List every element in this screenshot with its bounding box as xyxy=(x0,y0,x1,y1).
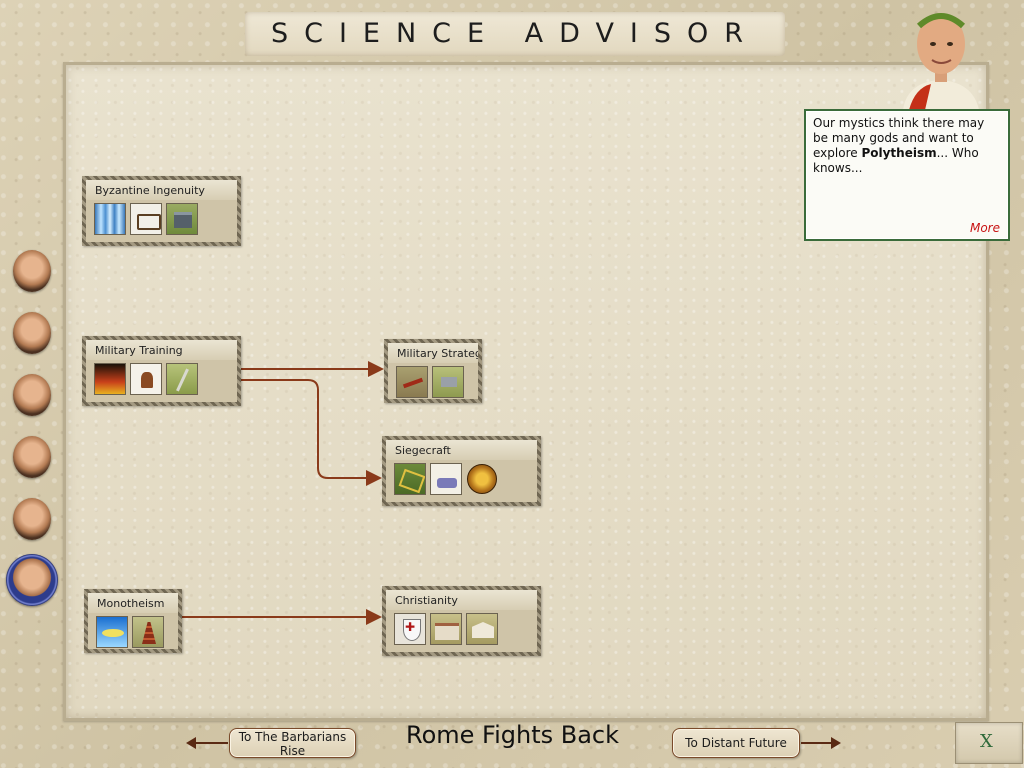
tech-siegecraft[interactable]: Siegecraft xyxy=(382,436,541,506)
tech-monotheism[interactable]: Monotheism xyxy=(84,589,182,653)
swords-icon[interactable] xyxy=(166,363,198,395)
pagoda-icon[interactable] xyxy=(132,616,164,648)
advisor-speech-box: Our mystics think there may be many gods… xyxy=(804,109,1010,241)
temple-icon[interactable] xyxy=(466,613,498,645)
gold-medal-icon[interactable] xyxy=(466,463,498,495)
fortress-icon[interactable] xyxy=(166,203,198,235)
pillar-icon[interactable] xyxy=(94,203,126,235)
prev-era-button[interactable]: To The Barbarians Rise xyxy=(229,728,356,758)
tech-military-strategy[interactable]: Military Strateg... xyxy=(384,339,482,403)
era-title: Rome Fights Back xyxy=(405,721,620,749)
siege-engine-icon[interactable] xyxy=(394,463,426,495)
tech-label: Military Strateg... xyxy=(388,343,478,363)
era-navigation-bar: To The Barbarians Rise Rome Fights Back … xyxy=(0,718,1024,768)
armored-unit-icon[interactable] xyxy=(432,366,464,398)
foreign-advisor-button[interactable] xyxy=(13,436,51,478)
page-title: SCIENCE ADVISOR xyxy=(270,18,760,49)
more-link[interactable]: More xyxy=(969,221,1000,235)
tech-label: Siegecraft xyxy=(386,440,537,460)
ufo-icon[interactable] xyxy=(96,616,128,648)
trebuchet-icon[interactable] xyxy=(430,463,462,495)
tech-label: Byzantine Ingenuity xyxy=(86,180,237,200)
tech-label: Monotheism xyxy=(88,593,178,613)
next-era-button[interactable]: To Distant Future xyxy=(672,728,800,758)
title-banner: SCIENCE ADVISOR xyxy=(245,12,785,56)
sunset-icon[interactable] xyxy=(94,363,126,395)
tech-byzantine-ingenuity[interactable]: Byzantine Ingenuity xyxy=(82,176,241,246)
highlighted-tech: Polytheism xyxy=(861,146,937,160)
science-advisor-portrait xyxy=(903,13,979,110)
advisor-speech-text: Our mystics think there may be many gods… xyxy=(813,116,985,175)
battle-unit-icon[interactable] xyxy=(396,366,428,398)
science-advisor-button[interactable] xyxy=(6,554,58,606)
military-advisor-button[interactable] xyxy=(13,250,51,292)
trade-advisor-button[interactable] xyxy=(13,374,51,416)
domestic-advisor-button[interactable] xyxy=(13,312,51,354)
tech-christianity[interactable]: Christianity xyxy=(382,586,541,656)
tech-military-training[interactable]: Military Training xyxy=(82,336,241,406)
horse-rider-icon[interactable] xyxy=(130,363,162,395)
tech-label: Military Training xyxy=(86,340,237,360)
cultural-advisor-button[interactable] xyxy=(13,498,51,540)
close-icon: X xyxy=(980,731,993,752)
next-era-arrow-icon[interactable] xyxy=(801,737,841,749)
close-button[interactable]: X xyxy=(955,722,1023,764)
tech-label: Christianity xyxy=(386,590,537,610)
prev-era-arrow-icon[interactable] xyxy=(186,737,228,749)
crusader-shield-icon[interactable] xyxy=(394,613,426,645)
catapult-icon[interactable] xyxy=(130,203,162,235)
cathedral-icon[interactable] xyxy=(430,613,462,645)
